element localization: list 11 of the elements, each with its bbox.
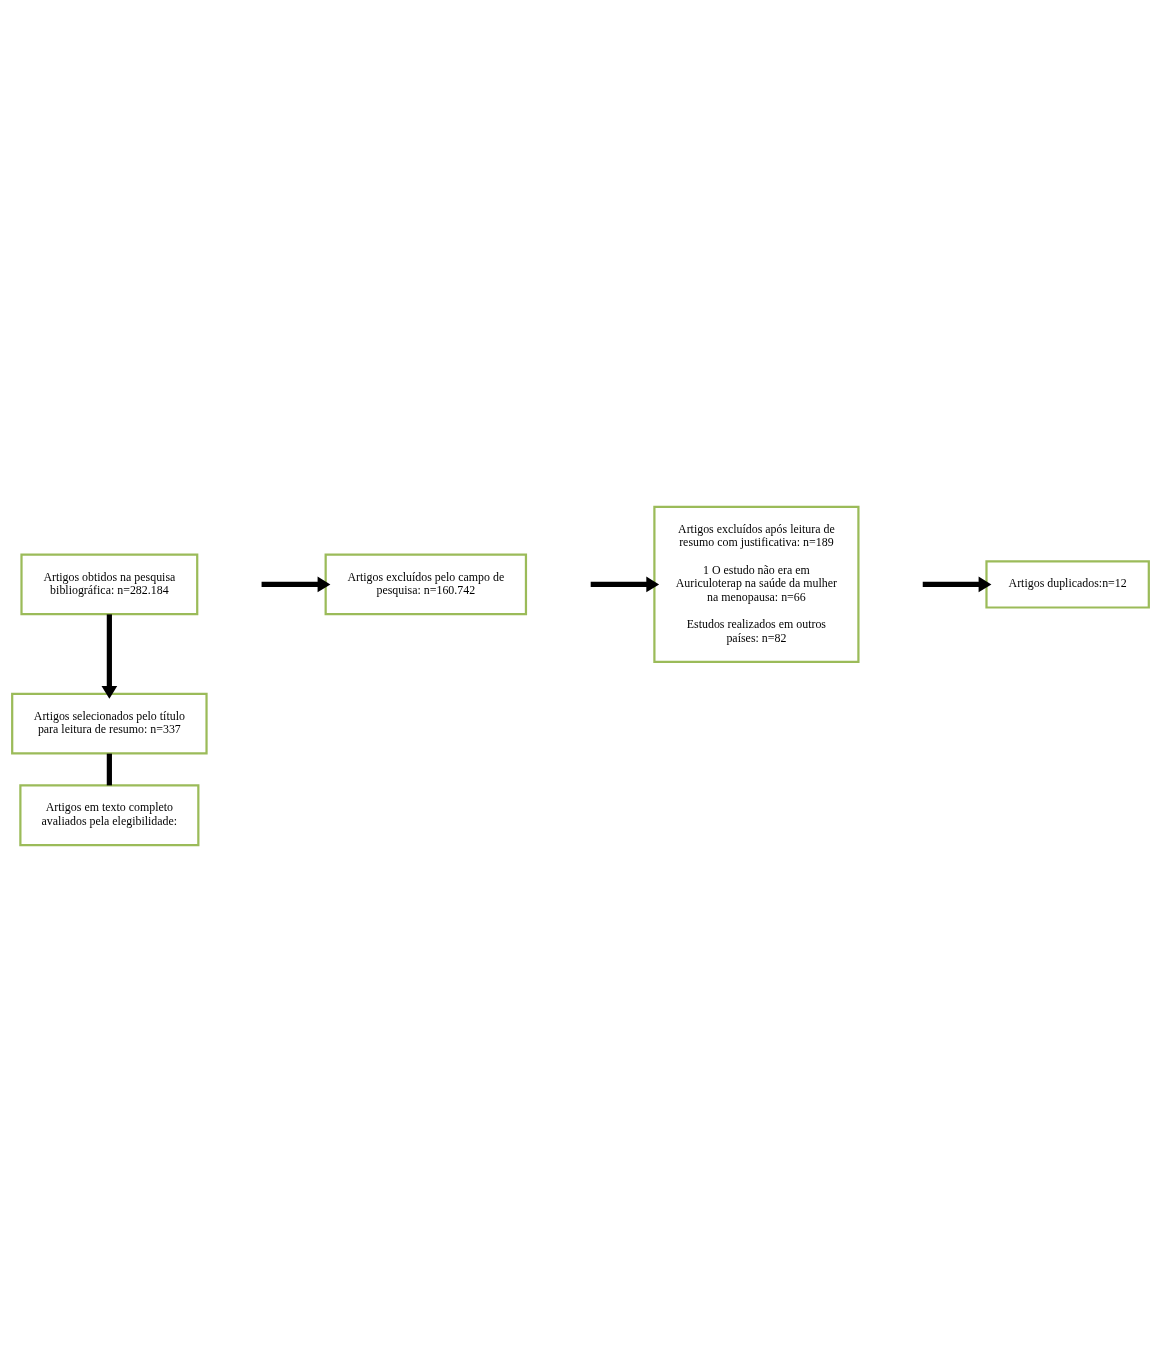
arrow: [101, 613, 118, 699]
arrow: [922, 576, 992, 592]
node-box: Artigos em texto completo avaliados pela elegibilidade:: [19, 783, 200, 846]
node-box: Artigos obtidos na pesquisa bibliográfica: n=282.184: [20, 553, 199, 615]
node-box: Artigos selecionados pelo título para leitura de resumo: n=337: [11, 692, 208, 755]
connector: [106, 753, 112, 785]
arrow: [261, 576, 331, 592]
node-box: Artigos excluídos após leitura de resumo com justificativa: n=189 1 O estudo não era em Auriculoterap na saúde da mulher na menopausa: n=66 Estudos realizados em outros países: n=82: [653, 505, 860, 663]
node-box: Artigos duplicados:n=12: [985, 559, 1150, 609]
arrow: [590, 576, 660, 592]
node-box: Artigos excluídos pelo campo de pesquisa: n=160.742: [324, 553, 528, 615]
